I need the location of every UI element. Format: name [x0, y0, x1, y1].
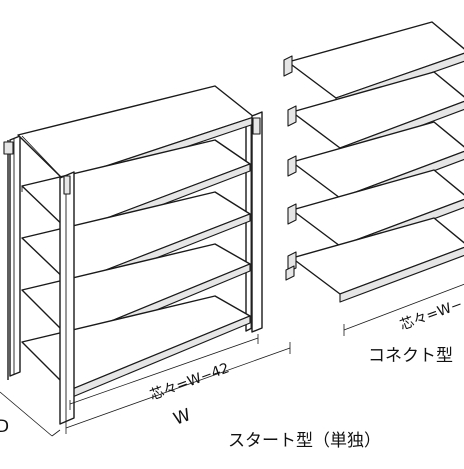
back-left-post	[9, 135, 21, 377]
connect-width-label: 芯々=W−	[398, 296, 464, 333]
inner-width-label: 芯々=W−42	[148, 360, 232, 403]
start-type-label: スタート型（単独）	[228, 431, 381, 451]
connect-type-label: コネクト型	[368, 346, 453, 366]
width-label: W	[171, 405, 194, 430]
depth-dimension: D	[0, 391, 61, 437]
connect-type-shelves	[283, 21, 464, 303]
left-upright-edge	[3, 140, 14, 380]
shelf-board-5	[21, 295, 251, 399]
start-type-shelf	[3, 85, 263, 425]
depth-label: D	[0, 417, 9, 437]
front-right-post	[251, 111, 263, 333]
width-dimension: W	[65, 342, 291, 434]
connect-shelf-5	[285, 217, 464, 303]
front-left-post	[59, 171, 75, 425]
